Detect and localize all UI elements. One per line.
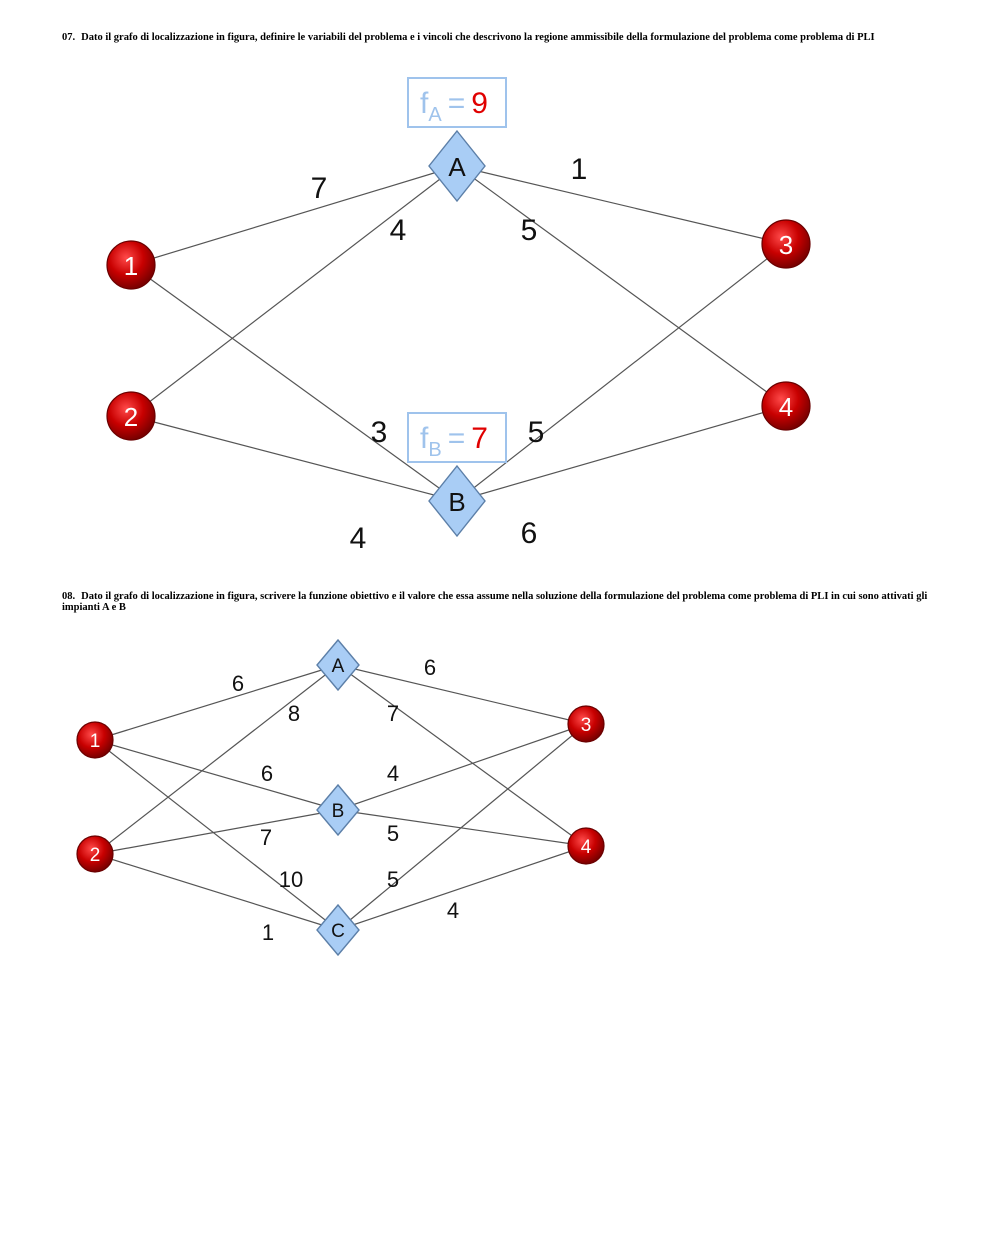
edge-1-A [130, 165, 458, 266]
client-1: 1 [76, 721, 114, 759]
cost-equals: = [448, 422, 466, 455]
edge-C-3 [337, 723, 587, 931]
question-08: 08.Dato il grafo di localizzazione in fi… [62, 591, 942, 613]
facility-A: A [428, 129, 486, 203]
weight-A-3: 6 [424, 655, 436, 680]
weight-C-3: 5 [387, 867, 399, 892]
weight-C-4: 4 [447, 898, 459, 923]
question-text: Dato il grafo di localizzazione in figur… [81, 32, 875, 43]
edge-A-3 [456, 165, 787, 245]
facility-B: B [428, 464, 486, 538]
cost-box-A: fA =9 [407, 77, 507, 128]
weight-1-A: 6 [232, 671, 244, 696]
cost-subscript: A [428, 104, 442, 126]
question-07: 07. Dato il grafo di localizzazione in fi… [62, 32, 942, 43]
edge-C-4 [337, 845, 587, 931]
svg-text:fA=9: fA =9 [420, 87, 488, 126]
client-4: 4 [567, 827, 605, 865]
weight-B-3: 4 [387, 761, 399, 786]
weight-A-4: 5 [521, 214, 538, 247]
client-label: 3 [581, 715, 592, 736]
weight-A-4: 7 [387, 701, 399, 726]
cost-equals: = [448, 87, 466, 120]
client-label: 2 [124, 402, 138, 432]
weight-2-C: 1 [262, 920, 274, 945]
client-2: 2 [106, 391, 156, 441]
edge-1-B [130, 264, 458, 502]
facility-B: B [316, 783, 360, 837]
client-label: 3 [779, 230, 793, 260]
client-3: 3 [761, 219, 811, 269]
weight-B-4: 5 [387, 821, 399, 846]
client-label: 2 [90, 845, 101, 866]
weight-1-B: 6 [261, 761, 273, 786]
weight-1-B: 3 [371, 416, 388, 449]
client-1: 1 [106, 240, 156, 290]
edge-B-3 [337, 723, 587, 811]
weight-B-4: 6 [521, 517, 538, 550]
weight-2-B: 4 [350, 522, 367, 555]
facility-A: A [316, 638, 360, 692]
weight-B-3: 5 [528, 416, 545, 449]
graph-08: 6 8 6 7 6 7 4 5 10 1 5 4 A B C 1 2 3 4 [76, 638, 605, 957]
weight-2-B: 7 [260, 825, 272, 850]
cost-label: f [420, 87, 429, 120]
question-text: Dato il grafo di localizzazione in figur… [62, 591, 928, 613]
weight-2-A: 4 [390, 214, 407, 247]
weight-1-C: 10 [279, 867, 303, 892]
facility-C: C [316, 903, 360, 957]
edge-A-4 [456, 165, 787, 407]
facility-label: A [332, 656, 345, 677]
facility-label: B [448, 487, 465, 517]
weight-1-A: 7 [311, 172, 328, 205]
weight-2-A: 8 [288, 701, 300, 726]
edge-A-4 [337, 664, 587, 847]
client-label: 1 [90, 731, 101, 752]
graph-07: 7 4 1 5 3 4 5 6 fA=9 fB=7 A B 1 2 3 [106, 77, 811, 555]
edge-2-A [130, 165, 458, 417]
client-3: 3 [567, 705, 605, 743]
client-2: 2 [76, 835, 114, 873]
client-label: 4 [779, 392, 793, 422]
cost-subscript: B [428, 439, 441, 461]
edge-2-B [94, 809, 339, 855]
svg-text:fB=7: fB =7 [420, 422, 488, 461]
edge-2-B [130, 415, 458, 502]
edge-1-A [94, 664, 339, 741]
client-4: 4 [761, 381, 811, 431]
cost-box-B: fB =7 [407, 412, 507, 463]
cost-label: f [420, 422, 429, 455]
question-number: 08. [62, 591, 76, 602]
weight-A-3: 1 [571, 153, 588, 186]
edge-B-4 [456, 405, 787, 502]
client-label: 1 [124, 251, 138, 281]
edge-1-C [94, 739, 339, 931]
edge-B-4 [337, 809, 587, 847]
question-number: 07. [62, 32, 76, 43]
edge-1-B [94, 739, 339, 811]
edge-2-A [94, 664, 339, 855]
cost-value: 7 [471, 422, 488, 455]
cost-value: 9 [471, 87, 488, 120]
edge-2-C [94, 853, 339, 931]
facility-label: C [331, 921, 345, 942]
facility-label: B [332, 801, 345, 822]
facility-label: A [448, 152, 466, 182]
edge-B-3 [456, 243, 787, 502]
client-label: 4 [581, 837, 592, 858]
edge-A-3 [337, 664, 587, 725]
